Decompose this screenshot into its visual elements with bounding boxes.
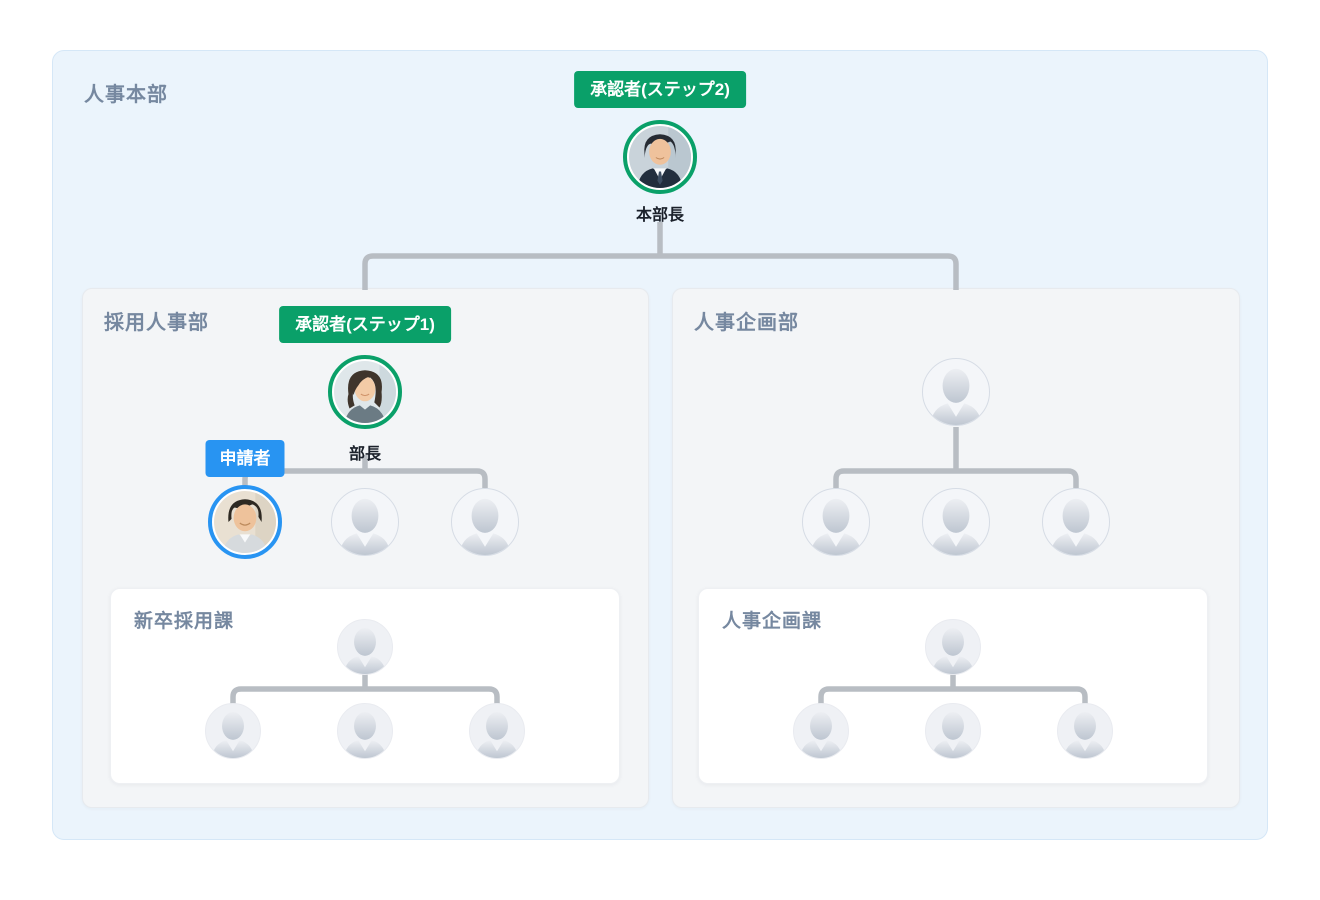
manager-label: 部長 <box>348 446 382 463</box>
person-silhouette-icon <box>793 703 849 759</box>
person-silhouette-icon <box>337 619 393 675</box>
person-silhouette-icon <box>469 703 525 759</box>
person-silhouette-icon <box>802 488 870 556</box>
person-silhouette-icon <box>925 703 981 759</box>
person-silhouette-icon <box>205 703 261 759</box>
photo-avatar-manager <box>334 361 396 423</box>
photo-avatar-director <box>629 126 691 188</box>
approver-step2-badge: 承認者(ステップ2) <box>574 71 746 108</box>
applicant-badge: 申請者 <box>205 440 285 477</box>
person-silhouette-icon <box>922 488 990 556</box>
person-silhouette-icon <box>925 619 981 675</box>
applicant-avatar <box>208 485 282 559</box>
director-label: 本部長 <box>635 207 685 224</box>
planning-section-title: 人事企画課 <box>722 611 823 632</box>
photo-avatar-applicant <box>214 491 276 553</box>
planning-dept-title: 人事企画部 <box>694 312 799 334</box>
hq-title: 人事本部 <box>84 84 168 106</box>
person-silhouette-icon <box>331 488 399 556</box>
person-silhouette-icon <box>922 358 990 426</box>
director-avatar <box>623 120 697 194</box>
person-silhouette-icon <box>451 488 519 556</box>
recruiting-dept-title: 採用人事部 <box>104 312 209 334</box>
manager-avatar <box>328 355 402 429</box>
person-silhouette-icon <box>1042 488 1110 556</box>
approver-step1-badge: 承認者(ステップ1) <box>279 306 451 343</box>
person-silhouette-icon <box>337 703 393 759</box>
person-silhouette-icon <box>1057 703 1113 759</box>
recruiting-section-title: 新卒採用課 <box>134 611 235 632</box>
